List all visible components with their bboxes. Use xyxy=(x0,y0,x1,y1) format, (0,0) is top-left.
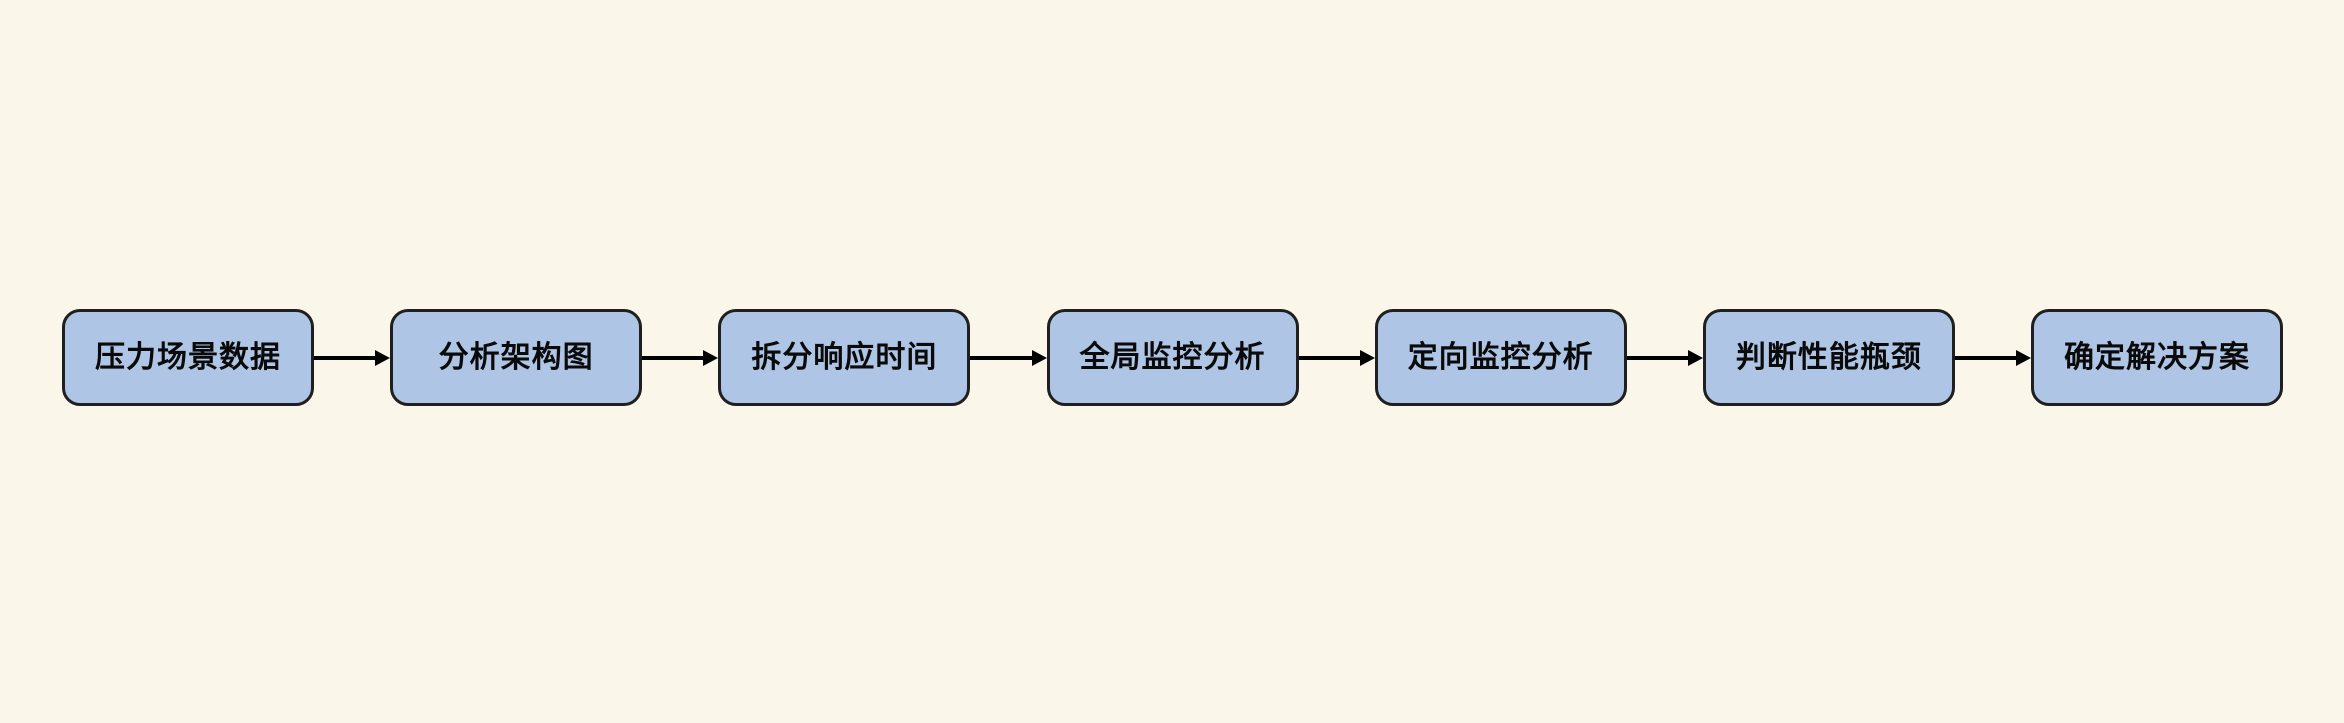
flow-node-pressure-scenario-data[interactable]: 压力场景数据 xyxy=(62,309,314,406)
arrow-line xyxy=(314,355,377,360)
arrowhead-icon xyxy=(1687,349,1703,366)
arrow-line xyxy=(1954,355,2018,360)
arrow-line xyxy=(1626,355,1689,360)
flow-node-split-response-time[interactable]: 拆分响应时间 xyxy=(718,309,971,406)
flow-arrow-4 xyxy=(1298,309,1375,406)
flow-node-label: 分析架构图 xyxy=(438,339,594,375)
arrow-line xyxy=(1298,355,1361,360)
flow-arrow-2 xyxy=(642,309,719,406)
arrow-line xyxy=(642,355,705,360)
flow-node-identify-performance-bottleneck[interactable]: 判断性能瓶颈 xyxy=(1702,309,1955,406)
arrow-line xyxy=(970,355,1033,360)
arrowhead-icon xyxy=(375,349,391,366)
flow-node-label: 全局监控分析 xyxy=(1079,339,1266,375)
arrowhead-icon xyxy=(703,349,719,366)
arrowhead-icon xyxy=(1031,349,1047,366)
flow-node-label: 确定解决方案 xyxy=(2064,339,2251,375)
flow-node-label: 定向监控分析 xyxy=(1407,339,1594,375)
flow-arrow-3 xyxy=(970,309,1047,406)
arrowhead-icon xyxy=(1359,349,1375,366)
flow-arrow-5 xyxy=(1626,309,1703,406)
flow-node-label: 拆分响应时间 xyxy=(751,339,938,375)
flow-node-global-monitoring-analysis[interactable]: 全局监控分析 xyxy=(1046,309,1299,406)
flow-node-label: 压力场景数据 xyxy=(95,339,281,375)
flow-arrow-1 xyxy=(314,309,391,406)
flowchart: 压力场景数据 分析架构图 拆分响应时间 全局监控分析 定向监控分 xyxy=(62,309,2284,406)
flow-node-determine-solution[interactable]: 确定解决方案 xyxy=(2031,309,2284,406)
arrowhead-icon xyxy=(2016,349,2032,366)
flow-node-analyze-architecture[interactable]: 分析架构图 xyxy=(390,309,643,406)
flow-arrow-6 xyxy=(1954,309,2032,406)
flow-node-directed-monitoring-analysis[interactable]: 定向监控分析 xyxy=(1374,309,1627,406)
flow-node-label: 判断性能瓶颈 xyxy=(1735,339,1922,375)
